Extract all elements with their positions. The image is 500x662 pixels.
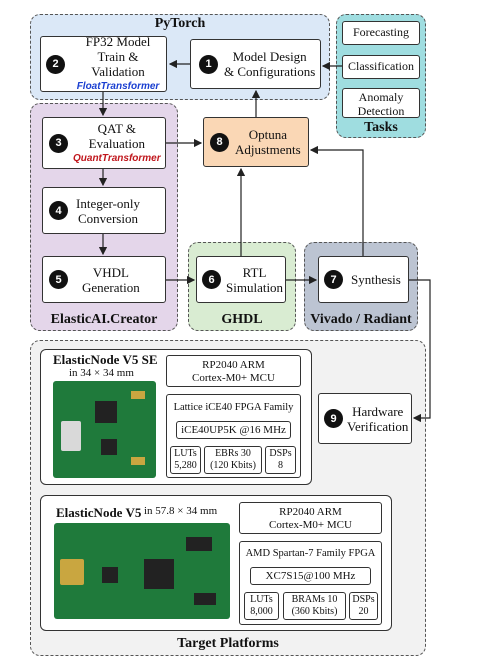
step-7-synthesis: 7 Synthesis bbox=[318, 256, 409, 303]
step-1-number: 1 bbox=[199, 54, 218, 74]
region-tasks-title: Tasks bbox=[364, 120, 398, 135]
v5-board-image bbox=[54, 523, 230, 619]
step-3-line1: QAT & bbox=[97, 120, 137, 136]
step-5-line1: VHDL bbox=[92, 264, 129, 280]
task-classification: Classification bbox=[342, 55, 420, 79]
v5-luts-line2: 8,000 bbox=[250, 606, 273, 617]
v5-fpga-part: XC7S15@100 MHz bbox=[250, 567, 371, 585]
step-9-hardware-verification: 9 Hardware Verification bbox=[318, 393, 412, 444]
step-8-line1: Optuna bbox=[248, 127, 287, 142]
v5-luts-line1: LUTs bbox=[250, 594, 273, 605]
se-mcu-box: RP2040 ARM Cortex-M0+ MCU bbox=[166, 355, 301, 387]
v5-brams-line1: BRAMs 10 bbox=[291, 594, 338, 605]
region-platforms-title: Target Platforms bbox=[177, 636, 279, 651]
task-forecasting-label: Forecasting bbox=[353, 25, 409, 39]
step-3-qat-evaluation: 3 QAT & Evaluation QuantTransformer bbox=[42, 117, 166, 169]
region-ghdl-title: GHDL bbox=[221, 312, 263, 327]
step-6-rtl-simulation: 6 RTL Simulation bbox=[196, 256, 286, 303]
se-dsps-line2: 8 bbox=[278, 460, 283, 471]
task-forecasting: Forecasting bbox=[342, 21, 420, 45]
step-4-integer-conversion: 4 Integer-only Conversion bbox=[42, 187, 166, 234]
step-6-line2: Simulation bbox=[226, 279, 284, 295]
region-elastic-title: ElasticAI.Creator bbox=[50, 312, 158, 327]
step-1-model-design: 1 Model Design & Configurations bbox=[190, 39, 321, 89]
v5-size: in 57.8 × 34 mm bbox=[144, 505, 218, 517]
v5-mcu-line2: Cortex-M0+ MCU bbox=[269, 519, 352, 531]
se-mcu-line1: RP2040 ARM bbox=[202, 359, 265, 371]
v5-fpga-family: AMD Spartan-7 Family FPGA bbox=[245, 548, 376, 559]
step-6-number: 6 bbox=[202, 270, 221, 289]
task-anomaly-line2: Detection bbox=[357, 104, 405, 118]
step-8-number: 8 bbox=[210, 132, 229, 152]
v5-brams-line2: (360 Kbits) bbox=[291, 606, 338, 617]
se-ebrs-line2: (120 Kbits) bbox=[210, 460, 256, 471]
se-luts: LUTs 5,280 bbox=[170, 446, 201, 474]
step-3-quant-transformer: QuantTransformer bbox=[73, 152, 161, 164]
v5-brams: BRAMs 10 (360 Kbits) bbox=[283, 592, 346, 620]
step-4-line1: Integer-only bbox=[76, 195, 140, 211]
step-1-line2: & Configurations bbox=[224, 64, 316, 79]
step-2-number: 2 bbox=[46, 54, 65, 74]
v5-dsps-line1: DSPs bbox=[352, 594, 375, 605]
v5-dsps: DSPs 20 bbox=[349, 592, 378, 620]
arrow-synth-to-verification bbox=[409, 279, 431, 423]
v5-mcu-line1: RP2040 ARM bbox=[279, 506, 342, 518]
se-board-image bbox=[53, 381, 156, 478]
v5-dsps-line2: 20 bbox=[358, 606, 369, 617]
task-anomaly-line1: Anomaly bbox=[358, 90, 404, 104]
se-ebrs: EBRs 30 (120 Kbits) bbox=[204, 446, 262, 474]
region-pytorch-title: PyTorch bbox=[154, 16, 206, 31]
step-6-line1: RTL bbox=[242, 264, 267, 280]
se-mcu-line2: Cortex-M0+ MCU bbox=[192, 372, 275, 384]
se-title: ElasticNode V5 SE bbox=[53, 352, 158, 367]
step-2-fp32-training: 2 FP32 Model Train & Validation FloatTra… bbox=[40, 34, 167, 92]
step-5-number: 5 bbox=[49, 270, 68, 289]
step-7-line1: Synthesis bbox=[351, 272, 401, 287]
step-2-line2: Train & Validation bbox=[91, 49, 145, 79]
v5-title: ElasticNode V5 bbox=[56, 505, 142, 520]
region-vivado-title: Vivado / Radiant bbox=[310, 312, 412, 327]
step-2-line1: FP32 Model bbox=[85, 34, 151, 49]
se-luts-line1: LUTs bbox=[174, 448, 197, 459]
se-fpga-part: iCE40UP5K @16 MHz bbox=[176, 421, 291, 439]
step-2-float-transformer: FloatTransformer bbox=[76, 81, 160, 92]
step-5-vhdl-generation: 5 VHDL Generation bbox=[42, 256, 166, 303]
se-luts-line2: 5,280 bbox=[174, 460, 197, 471]
task-classification-label: Classification bbox=[348, 59, 414, 73]
se-ebrs-line1: EBRs 30 bbox=[215, 448, 251, 459]
step-4-number: 4 bbox=[49, 201, 68, 220]
v5-mcu-box: RP2040 ARM Cortex-M0+ MCU bbox=[239, 502, 382, 534]
step-3-line2: Evaluation bbox=[88, 135, 145, 151]
step-9-line1: Hardware bbox=[352, 403, 404, 419]
se-fpga-part-label: iCE40UP5K @16 MHz bbox=[181, 424, 286, 436]
step-1-line1: Model Design bbox=[232, 49, 307, 64]
step-5-line2: Generation bbox=[82, 279, 140, 295]
se-dsps: DSPs 8 bbox=[265, 446, 296, 474]
se-dsps-line1: DSPs bbox=[269, 448, 292, 459]
v5-luts: LUTs 8,000 bbox=[244, 592, 279, 620]
v5-fpga-part-label: XC7S15@100 MHz bbox=[265, 570, 356, 582]
task-anomaly-detection: Anomaly Detection bbox=[342, 88, 420, 118]
arrow-synth-to-optuna bbox=[309, 145, 364, 256]
step-8-optuna: 8 Optuna Adjustments bbox=[203, 117, 309, 167]
step-8-line2: Adjustments bbox=[235, 142, 301, 157]
se-fpga-family: Lattice iCE40 FPGA Family bbox=[173, 402, 294, 413]
step-7-number: 7 bbox=[324, 270, 343, 289]
step-4-line2: Conversion bbox=[78, 210, 138, 226]
step-3-number: 3 bbox=[49, 133, 68, 153]
step-9-line2: Verification bbox=[347, 418, 409, 434]
se-size: in 34 × 34 mm bbox=[69, 367, 134, 379]
step-9-number: 9 bbox=[324, 409, 343, 428]
